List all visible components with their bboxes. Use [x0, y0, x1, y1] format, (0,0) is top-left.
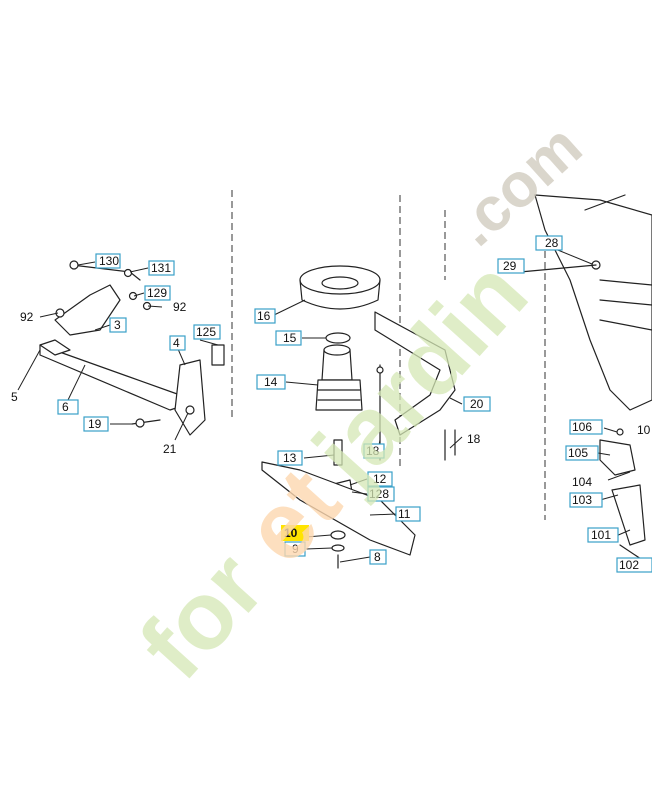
part-label-18-right: 18	[467, 432, 481, 446]
part-label-92-right: 92	[173, 300, 187, 314]
part-label-130: 130	[99, 254, 119, 268]
part-label-102: 102	[619, 558, 639, 572]
part-label-28: 28	[545, 236, 559, 250]
part-label-5: 5	[11, 390, 18, 404]
part-label-128: 128	[369, 487, 389, 501]
part-label-20: 20	[470, 397, 484, 411]
part-label-4: 4	[173, 336, 180, 350]
part-label-8: 8	[374, 550, 381, 564]
blade-spindle-assembly	[261, 265, 456, 569]
part-label-10-right: 10	[637, 423, 651, 437]
part-label-125: 125	[196, 325, 216, 339]
part-label-92-left: 92	[20, 310, 34, 324]
watermark-part-1: for	[119, 533, 284, 700]
part-label-104: 104	[572, 475, 592, 489]
part-label-3: 3	[114, 318, 121, 332]
part-label-29: 29	[503, 259, 517, 273]
part-label-10: 10	[284, 526, 298, 540]
part-label-13: 13	[283, 451, 297, 465]
part-label-6: 6	[62, 400, 69, 414]
part-label-9: 9	[292, 542, 299, 556]
part-label-103: 103	[572, 493, 592, 507]
part-label-11: 11	[398, 507, 411, 521]
part-label-10-highlight	[281, 525, 309, 541]
part-label-21: 21	[163, 442, 177, 456]
part-label-16: 16	[257, 309, 271, 323]
part-label-18-left: 18	[366, 444, 380, 458]
part-label-105: 105	[568, 446, 588, 460]
leader-lines	[17, 245, 631, 563]
part-label-15: 15	[283, 331, 297, 345]
part-label-19: 19	[88, 417, 102, 431]
part-label-106: 106	[572, 420, 592, 434]
part-label-129: 129	[147, 286, 167, 300]
part-label-12: 12	[373, 472, 387, 486]
part-label-131: 131	[151, 261, 171, 275]
part-label-14: 14	[264, 375, 278, 389]
part-label-101: 101	[591, 528, 611, 542]
deck-housing-assembly	[519, 194, 652, 566]
lift-linkage-assembly	[39, 260, 225, 436]
part-labels: 130 131 129 92 92 3 125 4 5 6 19 21 16 1…	[11, 235, 652, 573]
